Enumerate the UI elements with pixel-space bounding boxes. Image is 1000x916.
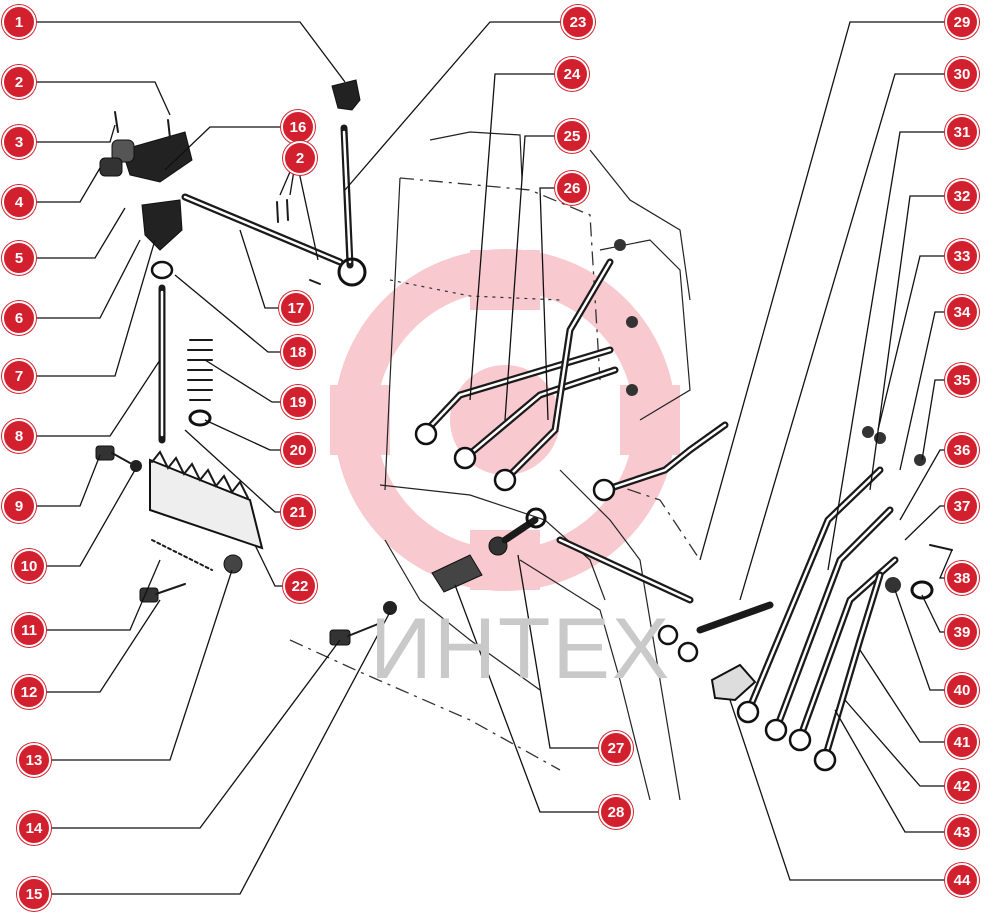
callout-6: 6 xyxy=(2,301,36,335)
callout-8: 8 xyxy=(2,419,36,453)
callout-28: 28 xyxy=(599,795,633,829)
callout-32: 32 xyxy=(945,179,979,213)
callout-26: 26 xyxy=(555,171,589,205)
callout-17: 17 xyxy=(279,291,313,325)
callout-35: 35 xyxy=(945,363,979,397)
part-shift-lever xyxy=(337,124,367,287)
callout-30: 30 xyxy=(945,57,979,91)
part-bracket-44 xyxy=(710,663,757,702)
part-link-27 xyxy=(488,507,547,556)
part-shift-rods-center xyxy=(414,258,729,502)
part-spring xyxy=(187,339,213,427)
callout-24: 24 xyxy=(555,57,589,91)
callout-29: 29 xyxy=(945,5,979,39)
part-small-fittings xyxy=(614,239,953,600)
callout-36: 36 xyxy=(945,433,979,467)
callout-7: 7 xyxy=(2,359,36,393)
callout-1: 1 xyxy=(2,5,36,39)
callout-40: 40 xyxy=(945,673,979,707)
part-cross-shaft xyxy=(181,193,344,266)
callout-21: 21 xyxy=(281,495,315,529)
part-bushing-28 xyxy=(431,554,483,593)
part-gear-knob xyxy=(331,79,361,111)
part-gear-rack xyxy=(149,450,264,550)
part-shift-rods-right xyxy=(736,466,899,772)
callout-2: 2 xyxy=(2,65,36,99)
callout-12: 12 xyxy=(12,675,46,709)
part-bracket xyxy=(99,131,193,251)
part-lever-29 xyxy=(556,536,774,663)
callout-37: 37 xyxy=(945,489,979,523)
part-bolt-12 xyxy=(139,583,186,603)
part-spring-11 xyxy=(151,539,243,574)
watermark-text: ИНТЕХ xyxy=(370,601,672,697)
callout-15: 15 xyxy=(17,877,51,911)
callout-19: 19 xyxy=(281,385,315,419)
callout-39: 39 xyxy=(945,615,979,649)
callout-10: 10 xyxy=(12,549,46,583)
callout-38: 38 xyxy=(945,561,979,595)
callout-27: 27 xyxy=(599,731,633,765)
part-pins xyxy=(114,111,321,285)
part-bolt-14 xyxy=(329,601,397,646)
callout-14: 14 xyxy=(17,811,51,845)
callout-5: 5 xyxy=(2,241,36,275)
callout-13: 13 xyxy=(17,743,51,777)
part-bolt-9 xyxy=(95,445,142,472)
callout-43: 43 xyxy=(945,815,979,849)
callout-2b: 2 xyxy=(283,141,317,175)
callout-11: 11 xyxy=(12,613,46,647)
callout-31: 31 xyxy=(945,115,979,149)
callout-16: 16 xyxy=(281,110,315,144)
callout-9: 9 xyxy=(2,489,36,523)
callout-42: 42 xyxy=(945,769,979,803)
callout-3: 3 xyxy=(2,125,36,159)
callout-18: 18 xyxy=(281,335,315,369)
callout-41: 41 xyxy=(945,725,979,759)
callout-34: 34 xyxy=(945,295,979,329)
callout-23: 23 xyxy=(561,5,595,39)
callout-20: 20 xyxy=(281,433,315,467)
callout-25: 25 xyxy=(555,119,589,153)
callout-4: 4 xyxy=(2,185,36,219)
callout-22: 22 xyxy=(283,569,317,603)
part-washer xyxy=(150,260,174,280)
callout-33: 33 xyxy=(945,239,979,273)
callout-44: 44 xyxy=(945,863,979,897)
